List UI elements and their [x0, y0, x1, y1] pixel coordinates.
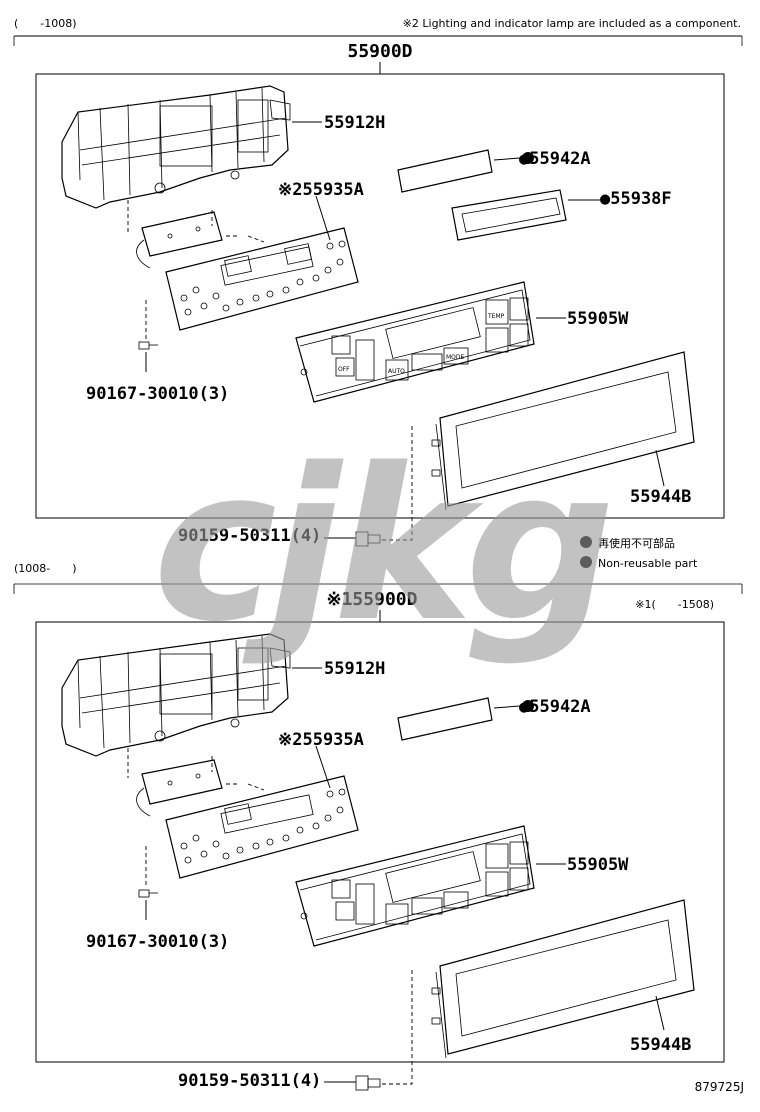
large-screw-illustration-2 — [355, 1075, 381, 1091]
legend-jp: 再使用不可部品 — [598, 536, 675, 550]
range-top: ( -1008) — [14, 17, 77, 30]
assembly-box-bottom — [35, 621, 725, 1063]
assembly-box-top — [35, 73, 725, 519]
label-bezel-2: 55944B — [630, 1035, 691, 1055]
legend-en: Non-reusable part — [598, 557, 698, 570]
control-panel-illustration-2 — [295, 825, 535, 947]
label-bracket-2: 55912H — [324, 659, 385, 679]
panel-mode-label: MODE — [446, 354, 465, 361]
circuit-board-illustration — [165, 227, 359, 331]
assembly-number-top: 55900D — [347, 41, 412, 62]
nonreusable-dot — [522, 152, 534, 164]
label-control-panel-2: 55905W — [567, 855, 629, 875]
label-control-panel: 55905W — [567, 309, 629, 329]
panel-auto-label: AUTO — [388, 368, 405, 375]
small-screw-illustration — [138, 341, 158, 350]
label-bracket: 55912H — [324, 113, 385, 133]
label-screw-large: 90159-50311(4) — [178, 526, 321, 546]
label-screw-large-2: 90159-50311(4) — [178, 1071, 321, 1091]
label-screw-small: 90167-30010(3) — [86, 384, 229, 404]
film-illustration-2 — [397, 697, 493, 741]
label-board: ※255935A — [278, 180, 364, 200]
bezel-illustration-2 — [431, 899, 695, 1059]
circuit-board-illustration-2 — [165, 775, 359, 879]
label-board-2: ※255935A — [278, 730, 364, 750]
nonreusable-dot-2 — [522, 700, 534, 712]
assembly-number-bottom: ※155900D — [327, 589, 418, 610]
bracket-illustration-2 — [61, 633, 291, 757]
watermark: cjkg — [153, 423, 609, 668]
note-range-1: ※1( -1508) — [635, 598, 714, 611]
legend-dot-jp — [580, 536, 592, 548]
label-film: ●55942A — [519, 149, 591, 169]
bracket-illustration — [61, 85, 291, 209]
range-bottom: (1008- ) — [14, 562, 77, 575]
film-illustration — [397, 149, 493, 193]
label-bezel: 55944B — [630, 487, 691, 507]
label-lens: ●55938F — [600, 189, 672, 209]
note-lighting: ※2 Lighting and indicator lamp are inclu… — [403, 17, 741, 30]
panel-temp-label: TEMP — [487, 313, 505, 320]
lens-illustration — [451, 189, 567, 241]
label-screw-small-2: 90167-30010(3) — [86, 932, 229, 952]
large-screw-illustration — [355, 531, 381, 547]
label-film-2: ●55942A — [519, 697, 591, 717]
control-panel-illustration: TEMP MODE AUTO OFF — [295, 281, 535, 403]
legend-dot-en — [580, 556, 592, 568]
diagram-code: 879725J — [695, 1080, 744, 1094]
small-board-illustration-2 — [136, 759, 223, 817]
small-screw-illustration-2 — [138, 889, 158, 898]
bezel-illustration — [431, 351, 695, 511]
small-board-illustration — [136, 211, 223, 269]
panel-off-label: OFF — [338, 366, 350, 373]
